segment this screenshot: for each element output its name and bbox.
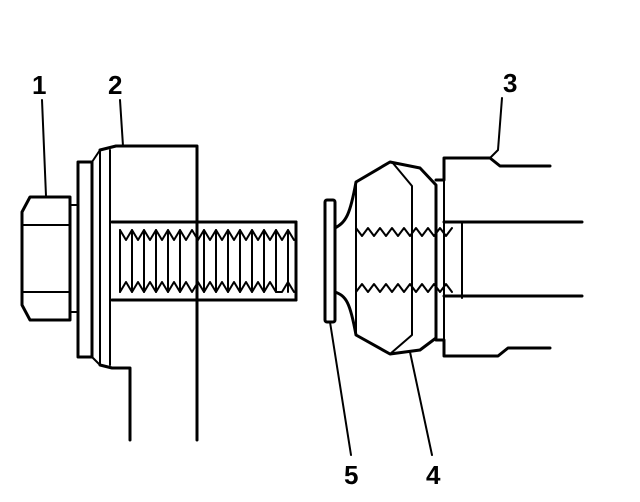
leader-5 bbox=[329, 321, 352, 456]
bracket bbox=[98, 144, 199, 442]
callout-3: 3 bbox=[503, 68, 517, 98]
callout-1: 1 bbox=[32, 70, 46, 100]
callout-2: 2 bbox=[108, 70, 122, 100]
leader-1 bbox=[41, 99, 47, 197]
callout-5: 5 bbox=[344, 460, 358, 490]
leader-3 bbox=[489, 97, 503, 159]
callout-labels: 1 2 3 4 5 bbox=[32, 68, 517, 490]
callout-4: 4 bbox=[426, 460, 441, 490]
conical-nut bbox=[333, 160, 463, 356]
leader-lines bbox=[41, 97, 503, 456]
bolt-shank bbox=[110, 220, 298, 302]
flange-washer bbox=[76, 149, 101, 366]
receiving-stud bbox=[434, 156, 584, 358]
leader-2 bbox=[119, 99, 124, 147]
leader-4 bbox=[409, 351, 433, 456]
bolt-head bbox=[20, 195, 79, 322]
thin-washer bbox=[323, 198, 337, 324]
